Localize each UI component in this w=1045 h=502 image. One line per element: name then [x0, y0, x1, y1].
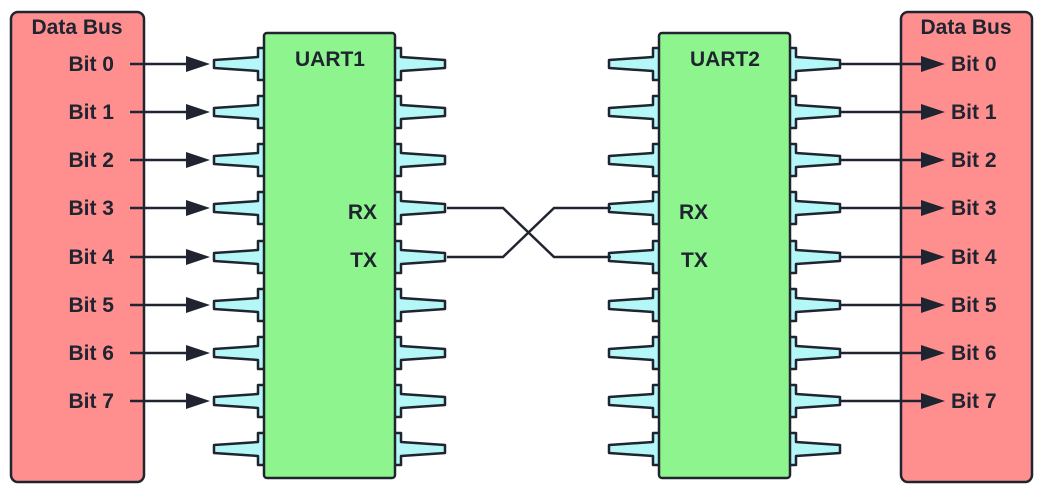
uart1-left-pin-8 — [212, 431, 268, 467]
left-bit-arrowhead — [186, 345, 210, 361]
uart2-tx-label: TX — [681, 249, 708, 272]
right-bus-bit-label: Bit 5 — [951, 294, 997, 317]
right-bit-arrowhead — [921, 393, 945, 409]
uart1-label: UART1 — [295, 48, 365, 71]
left-bus-bit-label: Bit 2 — [68, 149, 114, 172]
uart1-rx-label: RX — [348, 201, 377, 224]
right-bus-title: Data Bus — [920, 16, 1011, 39]
uart2-left-pin-0 — [607, 46, 663, 82]
uart1-right-pin-2 — [391, 142, 447, 178]
left-bus-bit-label: Bit 7 — [68, 390, 114, 413]
left-bus-box — [9, 10, 146, 484]
uart2-right-pin-0 — [786, 46, 842, 82]
left-bus-bit-label: Bit 5 — [68, 294, 114, 317]
left-bus-bits: Bit 0 Bit 1 Bit 2 Bit 3 Bit 4 Bit 5 Bit 6 Bit 7 — [68, 53, 210, 413]
uart1-left-pin-2 — [212, 142, 268, 178]
uart1-left-pin-4 — [212, 239, 268, 275]
uart1-tx-label: TX — [350, 249, 377, 272]
uart2-right-pin-6 — [786, 335, 842, 371]
uart1-right-pin-0 — [391, 46, 447, 82]
left-bit-arrowhead — [186, 393, 210, 409]
uart2-rx-label: RX — [679, 201, 708, 224]
uart1-right-pin-4 — [391, 239, 447, 275]
uart2-left-pin-2 — [607, 142, 663, 178]
uart2-chip: UART2 RX TX — [657, 31, 792, 480]
right-bus-bit-label: Bit 7 — [951, 390, 997, 413]
right-bus-bit-label: Bit 4 — [951, 246, 997, 269]
uart1-left-pin-6 — [212, 335, 268, 371]
right-bit-arrowhead — [921, 297, 945, 313]
uart1-tx-to-uart2-rx-wire — [447, 206, 611, 259]
uart1-left-pin-7 — [212, 383, 268, 419]
uart1-left-pin-0 — [212, 46, 268, 82]
right-bus-bits: Bit 0 Bit 1 Bit 2 Bit 3 Bit 4 Bit 5 Bit 6 Bit 7 — [841, 53, 997, 413]
right-bit-arrowhead — [921, 104, 945, 120]
right-bit-arrowhead — [921, 200, 945, 216]
uart2-right-pin-7 — [786, 383, 842, 419]
uart1-right-pin-6 — [391, 335, 447, 371]
left-bit-arrowhead — [186, 249, 210, 265]
uart1-chip: UART1 RX TX — [262, 31, 397, 480]
uart1-right-pin-8 — [391, 431, 447, 467]
right-bus-bit-label: Bit 3 — [951, 197, 997, 220]
uart2-left-pin-7 — [607, 383, 663, 419]
uart2-label: UART2 — [690, 48, 760, 71]
uart2-left-pin-1 — [607, 94, 663, 130]
uart2-right-pin-1 — [786, 94, 842, 130]
left-bus-bit-label: Bit 0 — [68, 53, 114, 76]
uart1-left-pin-1 — [212, 94, 268, 130]
left-bit-arrowhead — [186, 104, 210, 120]
uart2-right-pin-4 — [786, 239, 842, 275]
left-bus-bit-label: Bit 1 — [68, 101, 114, 124]
uart1-left-pin-5 — [212, 287, 268, 323]
left-bus-bit-label: Bit 4 — [68, 246, 114, 269]
uart1-right-pin-1 — [391, 94, 447, 130]
left-bus-bit-label: Bit 6 — [68, 342, 114, 365]
uart2-left-pin-4 — [607, 239, 663, 275]
right-bit-arrowhead — [921, 56, 945, 72]
left-bit-arrowhead — [186, 56, 210, 72]
uart2-right-pin-3 — [786, 190, 842, 226]
left-bit-arrowhead — [186, 152, 210, 168]
right-bus-box — [899, 10, 1034, 484]
uart2-left-pin-8 — [607, 431, 663, 467]
serial-crossover — [447, 206, 611, 259]
uart1-right-pin-7 — [391, 383, 447, 419]
right-bit-arrowhead — [921, 152, 945, 168]
uart1-body — [262, 31, 397, 480]
left-bus-title: Data Bus — [31, 16, 122, 39]
right-bus-bit-label: Bit 0 — [951, 53, 997, 76]
uart1-right-pin-5 — [391, 287, 447, 323]
uart1-right-pin-3 — [391, 190, 447, 226]
uart2-body — [657, 31, 792, 480]
left-bit-arrowhead — [186, 297, 210, 313]
right-bit-arrowhead — [921, 249, 945, 265]
right-bus-bit-label: Bit 1 — [951, 101, 997, 124]
left-bit-arrowhead — [186, 200, 210, 216]
right-bus-bit-label: Bit 2 — [951, 149, 997, 172]
right-bus-bit-label: Bit 6 — [951, 342, 997, 365]
uart2-left-pin-3 — [607, 190, 663, 226]
uart2-right-pin-5 — [786, 287, 842, 323]
uart2-right-pin-2 — [786, 142, 842, 178]
uart2-right-pin-8 — [786, 431, 842, 467]
right-bit-arrowhead — [921, 345, 945, 361]
left-bus-bit-label: Bit 3 — [68, 197, 114, 220]
uart2-left-pin-6 — [607, 335, 663, 371]
uart1-left-pin-3 — [212, 190, 268, 226]
uart2-left-pin-5 — [607, 287, 663, 323]
